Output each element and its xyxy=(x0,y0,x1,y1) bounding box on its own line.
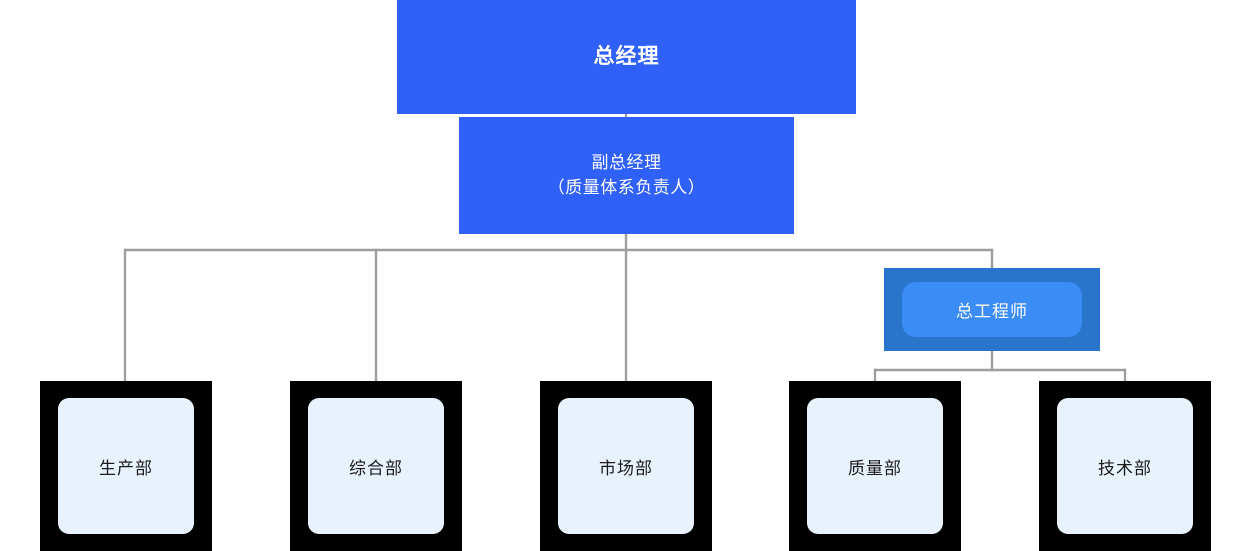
node-general-affairs-department-inner: 综合部 xyxy=(308,398,444,534)
node-chief-engineer[interactable]: 总工程师 xyxy=(884,268,1100,351)
node-deputy-general-manager-line1: 副总经理 xyxy=(591,153,662,173)
node-technology-department-label: 技术部 xyxy=(1098,458,1152,478)
node-deputy-general-manager-label: 副总经理 （质量体系负责人） xyxy=(548,151,706,199)
node-quality-department-label: 质量部 xyxy=(848,458,902,478)
node-chief-engineer-label: 总工程师 xyxy=(956,302,1028,321)
node-general-affairs-department[interactable]: 综合部 xyxy=(290,381,462,551)
node-technology-department-inner: 技术部 xyxy=(1057,398,1193,534)
node-quality-department-inner: 质量部 xyxy=(807,398,943,534)
node-quality-department[interactable]: 质量部 xyxy=(789,381,961,551)
node-marketing-department[interactable]: 市场部 xyxy=(540,381,712,551)
node-general-manager-label: 总经理 xyxy=(593,44,660,68)
node-marketing-department-label: 市场部 xyxy=(599,458,653,478)
node-production-department[interactable]: 生产部 xyxy=(40,381,212,551)
node-marketing-department-inner: 市场部 xyxy=(558,398,694,534)
node-technology-department[interactable]: 技术部 xyxy=(1039,381,1211,551)
node-deputy-general-manager-line2: （质量体系负责人） xyxy=(547,177,706,197)
node-deputy-general-manager[interactable]: 副总经理 （质量体系负责人） xyxy=(459,117,794,234)
node-chief-engineer-inner: 总工程师 xyxy=(902,282,1082,337)
node-general-manager[interactable]: 总经理 xyxy=(397,0,856,114)
node-production-department-label: 生产部 xyxy=(99,458,153,478)
node-general-affairs-department-label: 综合部 xyxy=(349,458,403,478)
node-production-department-inner: 生产部 xyxy=(58,398,194,534)
